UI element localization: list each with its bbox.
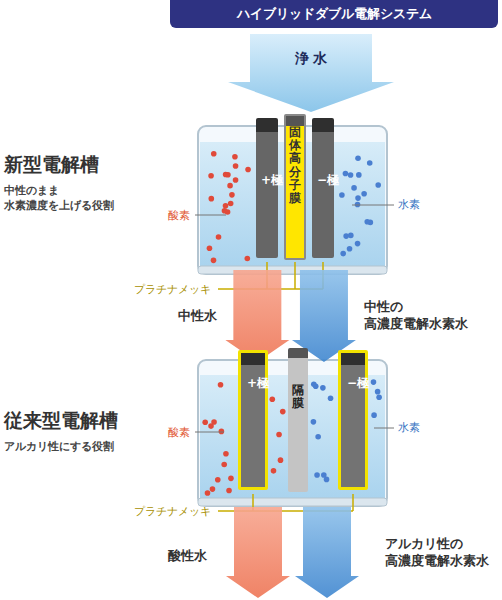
bubble	[233, 177, 239, 183]
bubble	[223, 451, 229, 457]
bubble	[215, 477, 221, 483]
bubble	[340, 251, 346, 257]
bubble	[356, 172, 362, 178]
bubble	[227, 183, 233, 189]
bubble	[233, 163, 239, 169]
bubble	[375, 182, 381, 188]
tank-role: アルカリ性にする役割	[4, 440, 144, 455]
electrolysis-tank: 新型電解槽中性のまま 水素濃度を上げる役割+極固体高分子膜−極	[200, 128, 385, 270]
inflow-arrow	[228, 34, 394, 112]
bubble	[320, 385, 326, 391]
bubble	[314, 472, 320, 478]
bubble	[311, 382, 317, 388]
bubble	[207, 245, 213, 251]
bubble	[321, 472, 327, 478]
bubble	[371, 412, 377, 418]
bubble	[376, 395, 382, 401]
tank-heading: 新型電解槽	[4, 152, 99, 178]
bubble	[343, 171, 349, 177]
electrode: +極	[256, 118, 278, 258]
electrode-label: +極	[261, 174, 273, 187]
tank-heading: 従来型電解槽	[4, 408, 118, 434]
electrode: −極	[338, 350, 368, 490]
bubble	[348, 233, 354, 239]
bubble	[245, 256, 251, 262]
electrode-label: −極	[347, 377, 359, 390]
bubble	[355, 195, 361, 201]
bubble	[271, 468, 277, 474]
bubble	[202, 419, 208, 425]
bubble	[245, 167, 251, 173]
bubble	[218, 382, 224, 388]
bubble	[205, 490, 211, 496]
bubble	[211, 151, 217, 157]
bubble	[269, 396, 275, 402]
electrolysis-tank: 従来型電解槽アルカリ性にする役割+極隔膜−極	[200, 362, 385, 502]
bubble	[211, 258, 217, 264]
bubble	[311, 419, 317, 425]
bubble	[223, 203, 229, 209]
water-flow-arrow	[225, 270, 289, 362]
bubble	[232, 154, 238, 160]
electrode: +極	[238, 350, 268, 490]
bubble	[347, 246, 353, 252]
electrode-label: −極	[317, 174, 329, 187]
bubble	[276, 432, 282, 438]
flow-label: 中性の 高濃度電解水素水	[364, 299, 476, 333]
bubble	[355, 155, 361, 161]
bubble	[229, 192, 235, 198]
bubble	[367, 160, 373, 166]
bubble	[351, 185, 357, 191]
bubble	[222, 208, 228, 214]
bubble	[343, 233, 349, 239]
oxygen-label: 酸素	[168, 425, 190, 440]
bubble	[216, 234, 222, 240]
bubble	[208, 173, 214, 179]
bubble	[278, 457, 284, 463]
bubble	[209, 196, 215, 202]
diaphragm: 隔膜	[288, 348, 308, 492]
electrode-label: 固体高分子膜	[289, 126, 301, 205]
tank-role: 中性のまま 水素濃度を上げる役割	[4, 184, 129, 214]
polymer-membrane: 固体高分子膜	[284, 114, 306, 260]
alkaline-water-outflow	[295, 507, 359, 598]
bubble	[228, 201, 234, 207]
bubble	[219, 429, 225, 435]
bubble	[221, 462, 227, 468]
bubble	[328, 396, 334, 402]
platinum-label: プラチナメッキ	[134, 282, 211, 297]
platinum-label: プラチナメッキ	[134, 504, 211, 519]
inflow-label: 浄 水	[295, 49, 328, 67]
electrode-label: +極	[247, 377, 259, 390]
outflow-label: 酸性水	[168, 548, 207, 565]
bubble	[371, 379, 377, 385]
flow-label: 中性水	[178, 308, 217, 325]
bubble	[315, 434, 321, 440]
bubble	[355, 241, 361, 247]
electrode-label: 隔膜	[292, 384, 304, 410]
oxygen-label: 酸素	[168, 208, 190, 223]
title-banner: ハイブリッドダブル電解システム	[170, 0, 498, 28]
bubble	[361, 191, 367, 197]
bubble	[208, 423, 214, 429]
bubble	[280, 409, 286, 415]
bubble	[339, 192, 345, 198]
bubble	[375, 389, 381, 395]
bubble	[348, 172, 354, 178]
hydrogen-label: 水素	[398, 197, 420, 212]
acid-water-outflow	[226, 507, 290, 598]
bubble	[226, 488, 232, 494]
outflow-label: アルカリ性の 高濃度電解水素水	[385, 536, 497, 570]
bubble	[210, 486, 216, 492]
bubble	[223, 172, 229, 178]
bubble	[364, 219, 370, 225]
bubble	[228, 476, 234, 482]
electrode: −極	[312, 118, 334, 258]
hydrogen-label: 水素	[398, 420, 420, 435]
